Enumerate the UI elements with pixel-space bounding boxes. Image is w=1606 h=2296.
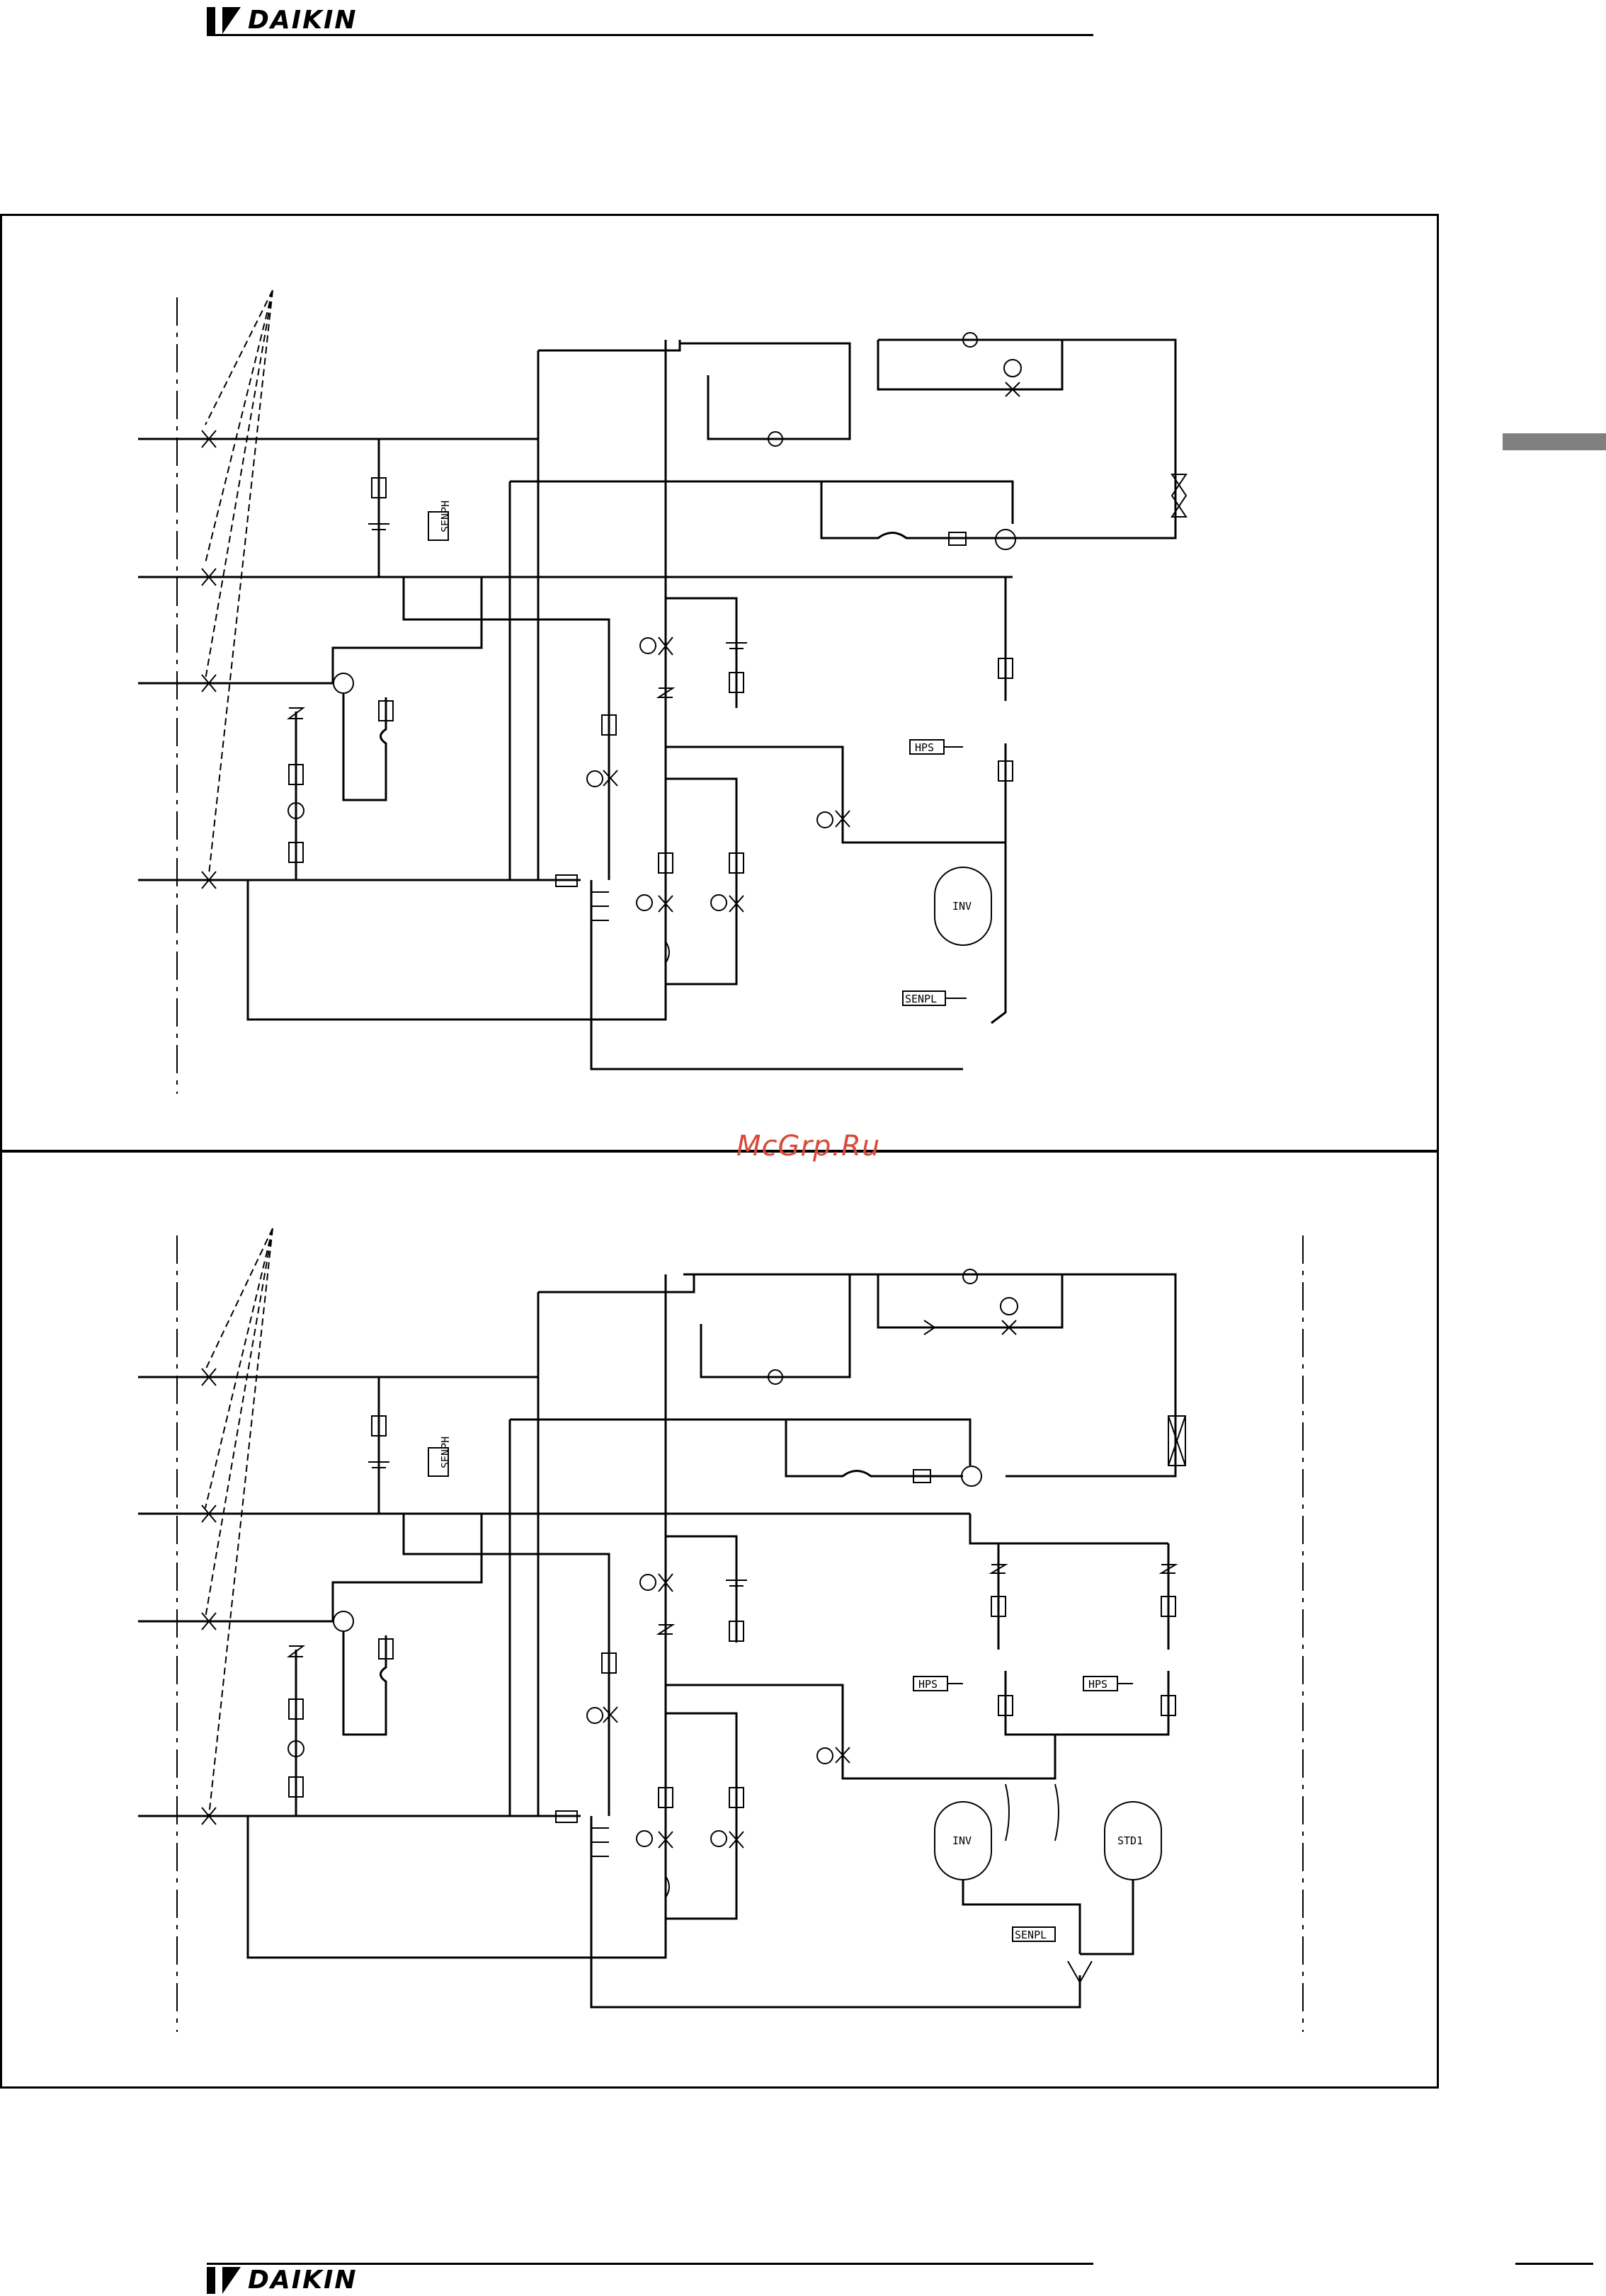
inv-label: INV — [952, 900, 972, 913]
four-way-valve-icon — [996, 530, 1015, 549]
footer-logo-bar — [207, 2267, 215, 2294]
four-way-valve-icon — [334, 1611, 353, 1631]
solenoid-icon — [587, 771, 603, 787]
leader-lines — [205, 290, 273, 874]
stop-valve-icon — [202, 1369, 216, 1824]
hps-label-right: HPS — [1088, 1678, 1107, 1691]
liquid-branch — [482, 619, 609, 880]
oil-loop — [666, 779, 736, 984]
solenoid-icon — [817, 1748, 833, 1764]
tap-lines — [591, 1828, 609, 1856]
hps-label-left: HPS — [918, 1678, 938, 1691]
solenoid-icon — [817, 812, 833, 828]
discharge-line — [991, 743, 1006, 1023]
liquid-loop — [404, 1514, 482, 1554]
liquid-branch — [482, 1554, 609, 1816]
senph-label: SENPH — [439, 501, 452, 532]
solenoid-icon — [637, 1831, 652, 1846]
senpl-label: SENPL — [1015, 1929, 1047, 1941]
discharge-loop — [538, 1274, 850, 1377]
piping-diagram-top: SENPH HPS — [138, 290, 1186, 1094]
mid-loop — [666, 598, 736, 708]
suction-line — [510, 1420, 970, 1466]
hx-line — [821, 481, 1006, 538]
suction-header — [963, 1880, 1133, 1954]
receiver-cross-icon — [1168, 1416, 1185, 1466]
daikin-logo-icon — [222, 2267, 241, 2294]
pressure-sensor-icon — [1004, 360, 1021, 377]
solenoid-icon — [711, 895, 727, 910]
solenoid-icon — [637, 895, 652, 910]
tap-lines — [591, 892, 609, 920]
std-label: STD1 — [1117, 1834, 1143, 1847]
footer-brand: DAIKIN — [248, 2266, 358, 2295]
solenoid-icon — [640, 1575, 656, 1590]
suction-return — [591, 880, 963, 1069]
solenoid-icon — [963, 1269, 977, 1284]
senph-label: SENPH — [439, 1437, 452, 1468]
bottom-loop — [248, 880, 666, 1020]
receiver-branches — [970, 1514, 1168, 1650]
discharge-loop — [538, 340, 850, 439]
risers — [510, 340, 666, 880]
bypass-loop — [878, 1274, 1062, 1327]
top-loop — [878, 340, 1175, 538]
risers — [510, 1274, 666, 1816]
four-way-valve-icon — [334, 673, 353, 693]
mid-loop — [666, 1536, 736, 1643]
expansion-valve-icon — [603, 1707, 617, 1723]
inv-label: INV — [952, 1834, 972, 1847]
solenoid-icon — [711, 1831, 727, 1846]
injection-return — [666, 747, 1006, 843]
top-loop — [683, 1274, 1175, 1476]
liquid-loop — [404, 577, 482, 619]
check-valve-icon — [1172, 474, 1186, 517]
suction-line — [510, 481, 1013, 524]
senpl-label: SENPL — [905, 993, 937, 1005]
oil-loop — [666, 1713, 736, 1919]
footer-logo: DAIKIN — [207, 2266, 358, 2295]
capillary-icon — [1006, 1784, 1059, 1841]
bottom-loop — [248, 1816, 666, 1958]
hx2-line — [333, 619, 482, 683]
expansion-valve-icon — [603, 770, 617, 786]
injection-return — [666, 1685, 1055, 1778]
discharge-merge — [1006, 1671, 1168, 1763]
footer-rule — [207, 2263, 1093, 2265]
four-way-valve-icon — [962, 1466, 981, 1486]
solenoid-icon — [640, 638, 656, 653]
piping-diagram-bottom: SENPH HPS HPS — [138, 1228, 1303, 2032]
hps-label: HPS — [915, 741, 934, 754]
hx-line — [786, 1420, 963, 1476]
hx2-line — [333, 1554, 482, 1621]
solenoid-icon — [587, 1708, 603, 1723]
pressure-sensor-icon — [1001, 1298, 1018, 1315]
footer-rule-right — [1515, 2263, 1593, 2265]
